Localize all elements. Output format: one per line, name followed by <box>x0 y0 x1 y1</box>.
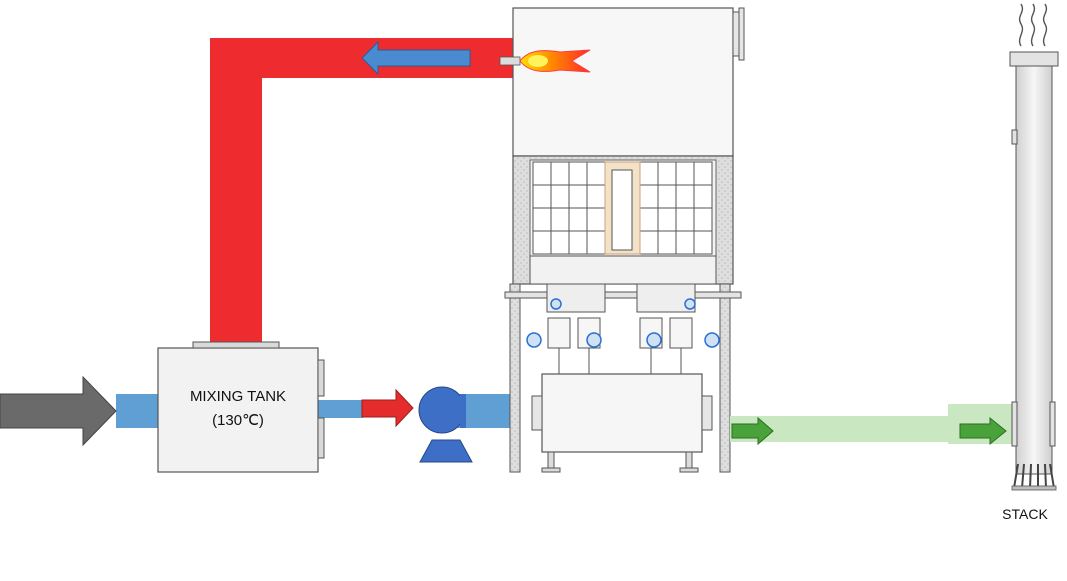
stack-feed-flow-arrow <box>959 416 1007 446</box>
mixing-tank-label: MIXING TANK <box>189 388 287 405</box>
hot-gas-duct <box>210 38 515 342</box>
hot-duct-flow-arrow <box>361 40 471 76</box>
inlet-pipe <box>116 394 160 428</box>
smoke-icon <box>1018 3 1048 47</box>
mixing-tank <box>157 341 325 473</box>
stack <box>1009 51 1059 491</box>
flame-icon <box>499 49 591 73</box>
heater-unit <box>499 7 745 473</box>
pump-icon <box>418 386 473 463</box>
pump-feed-flow-arrow <box>361 388 414 428</box>
inlet-flow-arrow <box>0 375 117 447</box>
tank-to-pump-pipe <box>318 400 363 418</box>
stack-label: STACK <box>1002 506 1048 522</box>
mixing-tank-temperature: (130℃) <box>212 412 264 429</box>
outlet-flow-arrow <box>731 416 774 446</box>
